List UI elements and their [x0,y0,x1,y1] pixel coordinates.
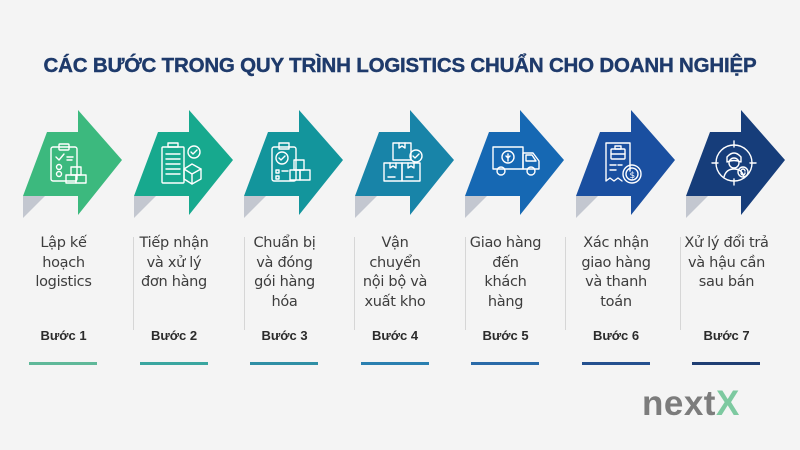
step-description: Xác nhận giao hàng và thanh toán [561,234,672,312]
step-description-line: khách [484,274,527,290]
step-description-line: chuyển [369,254,421,271]
delivery-truck-icon [492,146,540,176]
customer-target-return-icon [711,140,757,186]
step-description-line: sau bán [698,274,755,290]
step-description-line: Vận [381,235,409,251]
step-number: Bước 2 [150,328,198,343]
step-description-line: đơn hàng [141,274,207,290]
step-arrow [340,105,454,220]
step-underline [29,362,97,365]
step-arrow [671,105,785,220]
step-description: Tiếp nhận và xử lý đơn hàng [119,234,230,293]
clipboard-checklist-boxes-icon [50,143,87,184]
step-underline [471,362,539,365]
step-arrow [8,105,122,220]
step-description-line: xuất kho [364,293,426,310]
separator [354,237,355,330]
separator [244,237,245,330]
step-description-line: hàng [487,293,524,310]
logo-text-next: next [642,384,716,423]
step-description-line: Giao hàng [469,235,542,251]
svg-text:$: $ [629,171,635,181]
stacked-boxes-check-icon [382,142,423,182]
step-arrow: $ [561,105,675,220]
step-description-line: toán [600,293,632,310]
step-description: Chuẩn bị và đóng gói hàng hóa [229,234,340,312]
separator [565,237,566,330]
step-underline [581,362,650,365]
page-title: CÁC BƯỚC TRONG QUY TRÌNH LOGISTICS CHUẨN… [43,54,757,77]
step-description: Giao hàng đến khách hàng [450,234,561,312]
step-description-line: Tiếp nhận [139,235,209,251]
logo-text-x: X [715,384,740,423]
separator [680,237,681,330]
step-description-line: và thanh [585,274,647,290]
step-underline [692,362,760,365]
order-list-package-check-icon [160,142,202,185]
step-description-line: và hậu cần [688,254,765,271]
step-arrow [450,105,564,220]
separator [133,237,134,330]
logo: nextX [642,384,740,424]
step-underline [250,362,318,365]
step-description: Lập kế hoạch logistics [8,234,119,293]
step-number: Bước 6 [592,328,640,343]
step-arrow [119,105,233,220]
invoice-payment-icon: $ [604,142,642,184]
step-description-line: Xác nhận [583,235,649,251]
step-description-line: Xử lý đổi trả [684,235,769,251]
step-description-line: nội bộ và [362,274,428,290]
step-number: Bước 4 [371,328,419,343]
step-description-line: gói hàng [254,274,315,290]
clipboard-check-boxes-icon [271,142,311,182]
step-description-line: giao hàng [581,254,651,271]
step-description-line: hoạch [42,254,85,271]
step-description-line: Lập kế [40,235,87,251]
step-description-line: và đóng [256,254,313,271]
step-number: Bước 7 [703,328,750,343]
step-description-line: hóa [271,293,298,310]
step-description-line: và xử lý [146,254,202,271]
step-number: Bước 3 [261,328,308,343]
step-arrow [229,105,343,220]
step-description-line: logistics [35,274,92,290]
step-description-line: Chuẩn bị [253,235,316,251]
step-number: Bước 1 [40,328,87,343]
step-number: Bước 5 [482,328,529,343]
step-description-line: đến [492,254,519,271]
step-underline [139,362,208,365]
step-description: Vận chuyển nội bộ và xuất kho [340,234,451,312]
step-underline [360,362,429,365]
step-description: Xử lý đổi trả và hậu cần sau bán [671,234,782,293]
separator [465,237,466,330]
